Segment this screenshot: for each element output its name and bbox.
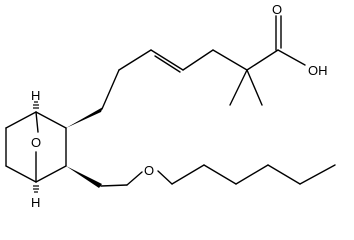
bond-o-hexyl [157, 170, 173, 185]
bond-hexyl-2 [203, 164, 237, 185]
bond-hexyl-4 [267, 164, 301, 185]
bond-chain-4 [212, 49, 248, 71]
bond-ch2-o [126, 171, 143, 186]
hydroxyl-label: OH [308, 63, 328, 78]
bond-chain-1 [101, 69, 120, 110]
ether-side-chain [100, 164, 336, 187]
bond-c1-c2 [5, 111, 37, 129]
bond-c1-c6 [35, 111, 67, 129]
bond-chain-3 [182, 49, 214, 71]
bridge-oxygen-label: O [31, 135, 41, 150]
bond-cis-double-inner [154, 55, 181, 73]
bond-hexyl-3 [235, 164, 269, 185]
bond-ch2 [100, 184, 128, 187]
acid-side-chain [101, 15, 306, 110]
bond-hexyl-1 [171, 164, 205, 185]
bicyclic-core [5, 101, 103, 193]
bond-cis-double [150, 49, 184, 71]
bond-c3-c4 [5, 165, 37, 183]
hashed-wedge-top [33, 101, 39, 109]
bond-chain-2 [118, 49, 152, 71]
bond-hexyl-5 [299, 164, 336, 185]
bridgehead-h-bottom-label: H [31, 195, 40, 210]
bond-c5-c4 [35, 165, 67, 183]
bridgehead-h-top-label: H [31, 88, 40, 103]
wedge-bond-upper [66, 107, 103, 128]
bond-c1-bridge-o [35, 111, 39, 133]
bond-quaternary-methyl-left [229, 69, 248, 106]
bond-c-oh [277, 49, 306, 66]
carbonyl-oxygen-label: O [272, 2, 282, 17]
hashed-wedge-bottom [33, 185, 39, 193]
wedge-bond-lower [66, 166, 102, 188]
ether-oxygen-label: O [144, 163, 154, 178]
bond-to-carboxyl [246, 49, 279, 71]
bond-quaternary-methyl-right [246, 69, 263, 106]
